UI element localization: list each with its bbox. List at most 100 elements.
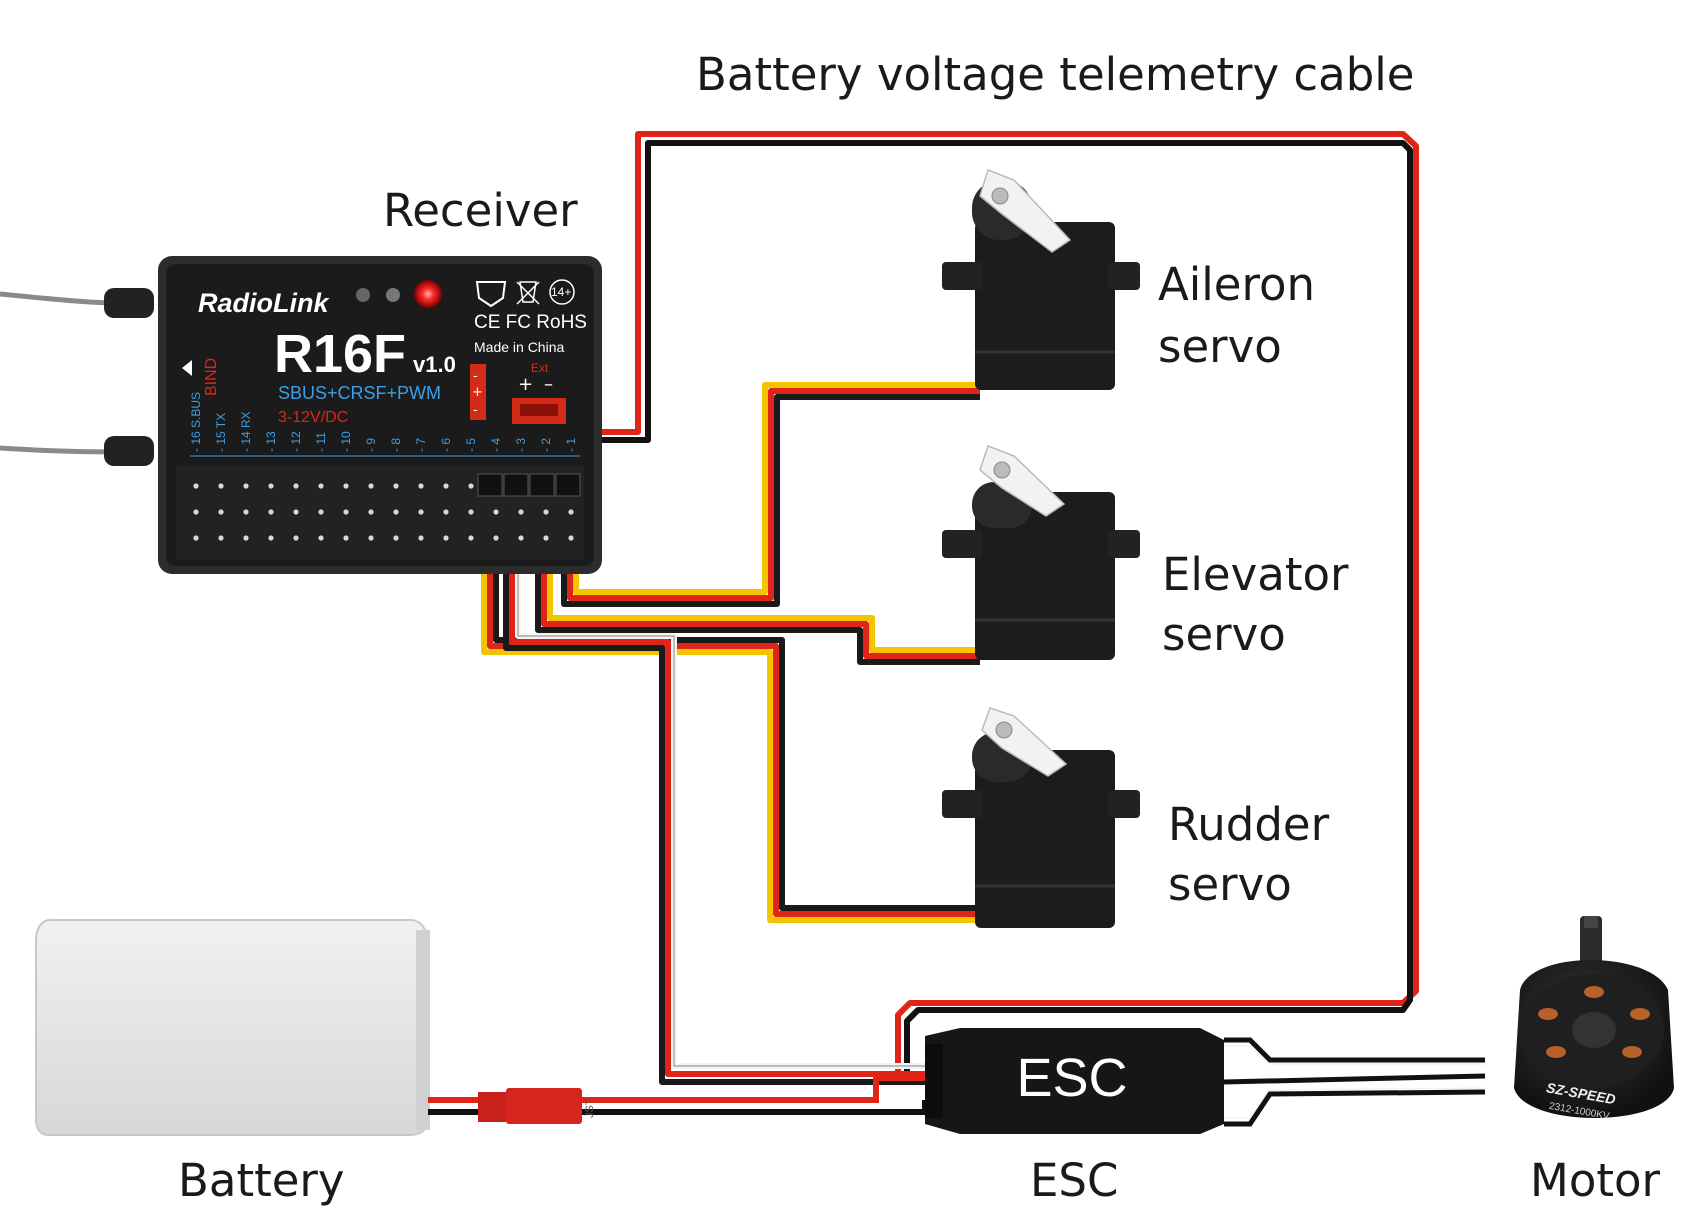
header-pin [318,483,324,489]
aileron-servo-label-line2: servo [1158,320,1282,373]
rudder-servo-label-line1: Rudder [1168,798,1330,851]
header-pin [243,483,249,489]
header-pin [293,535,299,541]
elevator-servo-label-line1: Elevator [1162,548,1349,601]
header-pin [268,535,274,541]
power-polarity-marker [470,364,486,420]
header-pin [418,509,424,515]
esc-body-label: ESC [1016,1048,1127,1108]
svg-text:+: + [472,385,483,400]
channel-label: - 4 [489,438,503,452]
header-pin [268,509,274,515]
waterproof-shield-icon [475,281,507,308]
header-pin [493,535,499,541]
receiver-certifications: CE FC RoHS [474,312,587,333]
rudder-servo-lead [481,490,980,923]
header-pin [318,535,324,541]
header-pin [293,483,299,489]
receiver-label: Receiver [383,184,578,237]
channel-label: - 6 [439,438,453,452]
receiver-brand: RadioLink [198,288,330,318]
header-pin [393,509,399,515]
header-pin [318,509,324,515]
receiver-protocols: SBUS+CRSF+PWM [278,383,441,403]
header-pin [393,483,399,489]
rudder-servo-label-line2: servo [1168,858,1292,911]
battery-label: Battery [178,1154,345,1207]
header-pin [493,509,499,515]
channel-label: - 15 TX [214,413,228,452]
header-pin [468,535,474,541]
weee-bin-icon [516,281,540,305]
receiver-antennas [0,288,154,466]
header-pin [218,483,224,489]
channel-label: - 7 [414,438,428,452]
header-pin [243,535,249,541]
elevator-servo [942,445,1140,660]
svg-text:-: - [473,403,478,418]
receiver-channel-labels: - 16 S.BUS- 15 TX- 14 RX- 13- 12- 11- 10… [189,392,578,452]
channel-label: - 1 [564,438,578,452]
receiver-bind-label: BIND [203,358,220,396]
ext-plus-sign: + [518,374,533,395]
channel-label: - 13 [264,431,278,452]
header-pin [193,509,199,515]
rudder-servo [942,707,1140,928]
ext-minus-sign: – [544,374,553,395]
header-pin [343,483,349,489]
header-pin [568,535,574,541]
esc-signal-lead [503,490,925,1085]
header-pin [443,509,449,515]
channel-label: - 16 S.BUS [189,392,203,452]
motor-label: Motor [1530,1154,1661,1207]
header-pin [218,509,224,515]
motor-windings [1538,986,1650,1058]
header-pin [543,535,549,541]
elevator-servo-label-line2: servo [1162,608,1286,661]
header-pin [368,509,374,515]
esc-module: ESC [925,1028,1224,1134]
receiver-status-led [414,280,442,308]
header-pin [443,535,449,541]
header-pin [343,509,349,515]
svg-text:-: - [473,369,478,384]
header-pin [343,535,349,541]
aileron-servo-label-line1: Aileron [1158,258,1315,311]
channel-label: - 12 [289,431,303,452]
jst-connector: JST [478,1088,596,1124]
receiver-model: R16F [274,324,406,384]
channel-label: - 2 [539,438,553,452]
receiver-version: v1.0 [413,352,456,377]
jst-label: JST [584,1098,596,1118]
header-pin [193,483,199,489]
receiver-ext-label: Ext [531,361,549,375]
header-pin [368,535,374,541]
esc-label: ESC [1030,1154,1118,1207]
receiver-voltage: 3-12V/DC [278,409,348,426]
channel-label: - 11 [314,432,328,452]
channel-label: - 5 [464,438,478,452]
channel-label: - 14 RX [239,411,253,452]
header-pin [518,535,524,541]
header-pin [418,535,424,541]
telemetry-cable-label: Battery voltage telemetry cable [696,48,1414,101]
header-pin [268,483,274,489]
header-pin [243,509,249,515]
channel-label: - 9 [364,438,378,452]
battery [35,919,430,1136]
aileron-servo [942,169,1140,390]
header-pin [468,483,474,489]
header-pin [368,483,374,489]
header-pin [568,509,574,515]
header-pin [393,535,399,541]
receiver-status-led-dim [356,288,370,302]
channel-label: - 3 [514,438,528,452]
header-pin [543,509,549,515]
header-pin [443,483,449,489]
age-circle-icon [549,279,575,305]
elevator-servo-lead [535,490,980,665]
header-pin [293,509,299,515]
receiver-status-led-dim-2 [386,288,400,302]
receiver: RadioLink R16F v1.0 SBUS+CRSF+PWM 3-12V/… [158,256,602,574]
